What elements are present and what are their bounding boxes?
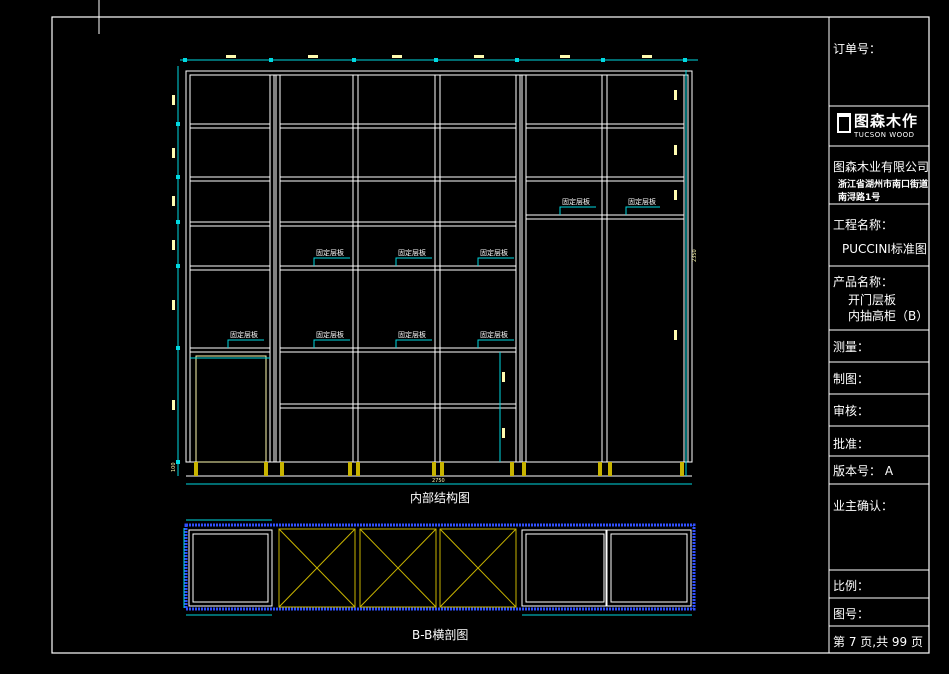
dimension-ticks <box>176 58 687 464</box>
page-indicator: 第 7 页,共 99 页 <box>833 635 923 649</box>
logo-icon <box>837 113 851 133</box>
vertical-partitions <box>269 75 685 462</box>
project-name-label: 工程名称： <box>833 218 894 232</box>
product-name-label: 产品名称： <box>833 275 894 289</box>
shelf-callout: 固定层板 <box>230 331 258 339</box>
shelves-sections-2-4 <box>280 123 516 409</box>
overall-height-dimension: 2350 <box>692 249 698 262</box>
drawing-number-label: 图号： <box>833 607 870 621</box>
shelf-callout: 固定层板 <box>562 198 590 206</box>
elevation-title: 内部结构图 <box>410 491 471 505</box>
callout-leaders <box>227 206 660 348</box>
section-title: B-B横剖图 <box>412 628 469 642</box>
company-address-1: 浙江省湖州市南口街道 <box>838 180 929 190</box>
title-block-grid <box>829 105 929 627</box>
review-label: 审核： <box>833 404 870 418</box>
dimension-lines <box>177 59 698 616</box>
draw-label: 制图： <box>833 372 870 386</box>
shelves-section-1 <box>190 123 270 463</box>
shelf-callout: 固定层板 <box>628 198 656 206</box>
shelf-callout: 固定层板 <box>398 249 426 257</box>
shelf-callout: 固定层板 <box>480 249 508 257</box>
shelf-callout: 固定层板 <box>316 331 344 339</box>
company-logo: 图森木作 TUCSON WOOD <box>834 109 926 143</box>
product-name-line2: 内抽高柜（B） <box>848 309 929 323</box>
shelf-callout: 固定层板 <box>398 331 426 339</box>
owner-confirm-label: 业主确认： <box>833 499 894 513</box>
cabinet-feet <box>194 462 684 476</box>
order-number-label: 订单号： <box>833 42 882 56</box>
dimension-text-marks <box>172 55 677 438</box>
bottom-height-dimension: 100 <box>171 462 177 472</box>
drawing-border <box>51 16 930 654</box>
logo-name: 图森木作 <box>854 112 919 130</box>
overall-width-dimension: 2750 <box>432 478 445 484</box>
shelf-callout: 固定层板 <box>316 249 344 257</box>
shelf-callout: 固定层板 <box>480 331 508 339</box>
company-name: 图森木业有限公司 <box>833 160 930 174</box>
section-view <box>184 523 696 611</box>
project-name-value: PUCCINI标准图 <box>842 242 927 256</box>
scale-label: 比例： <box>833 579 870 593</box>
version-label: 版本号： A <box>833 464 894 478</box>
product-name-line1: 开门层板 <box>848 293 897 307</box>
shelves-sections-5-6 <box>526 123 684 220</box>
measure-label: 测量： <box>833 340 870 354</box>
logo-english-name: TUCSON WOOD <box>854 131 915 139</box>
approve-label: 批准： <box>833 437 870 451</box>
company-address-2: 南浔路1号 <box>838 193 881 203</box>
cabinet-elevation <box>185 70 693 477</box>
